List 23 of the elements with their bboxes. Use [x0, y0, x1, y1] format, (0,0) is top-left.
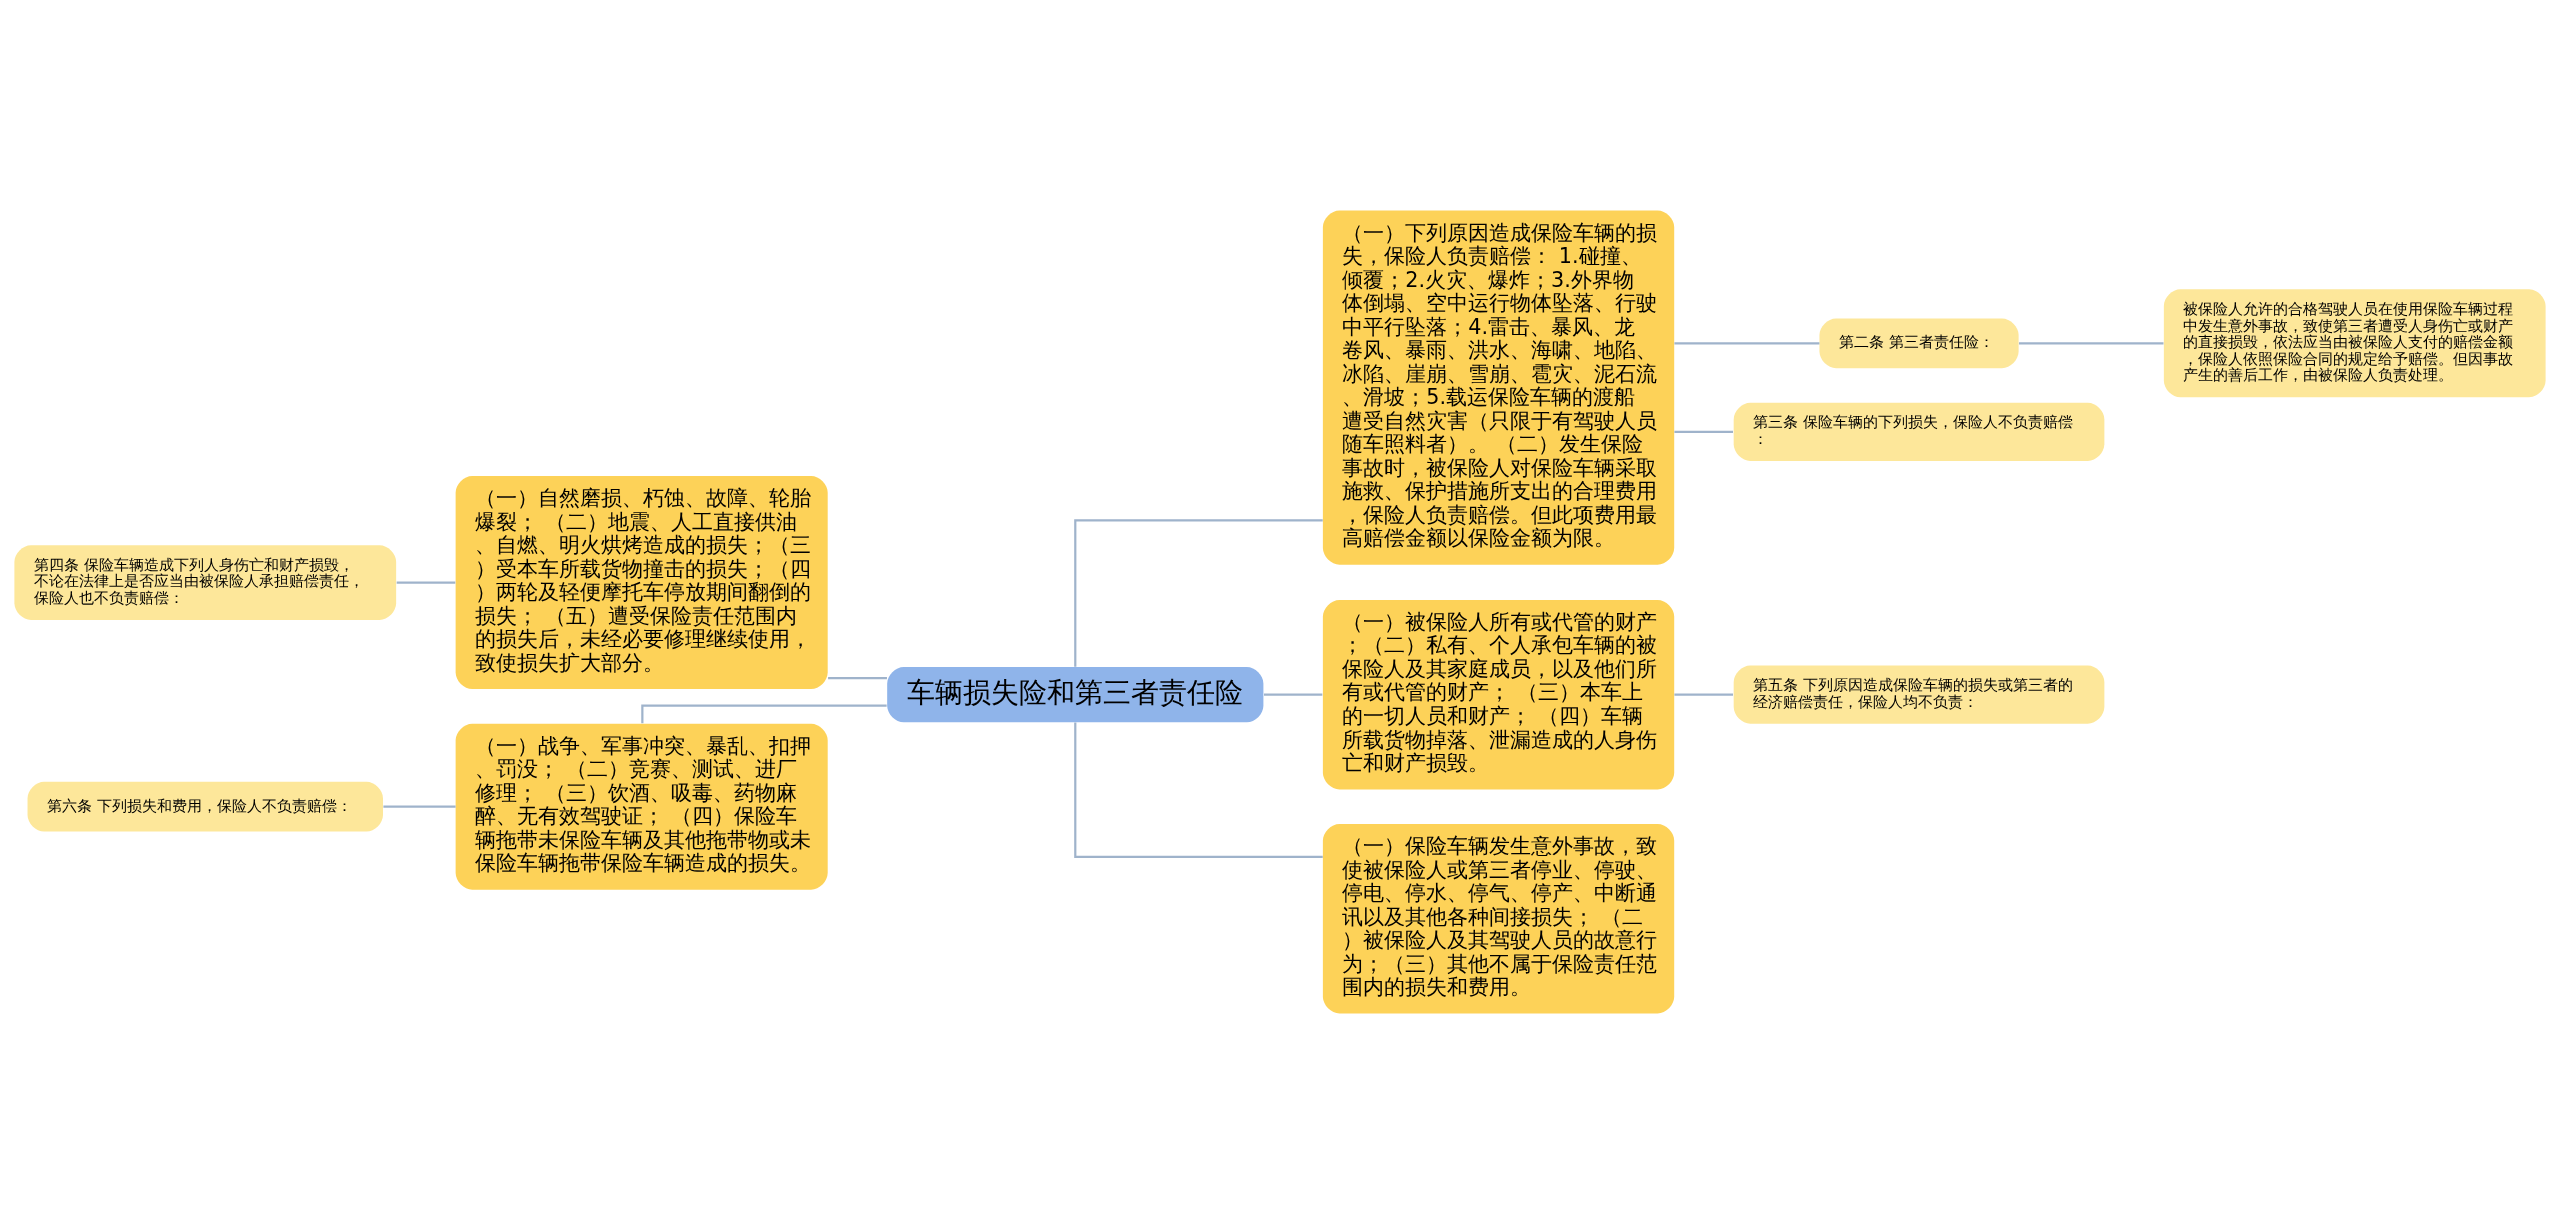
node-box: （一）自然磨损、朽蚀、故障、轮胎爆裂； （二）地震、人工直接供油、自燃、明火烘烤造成的损失；（三）受本车所载货物撞击的损失；（四）两轮及轻便摩托车停放期间翻倒的损失； （五）遭受保险责任范围内的损失后，未经必要修理继续使用，致使损失扩大部分。 — [455, 475, 828, 689]
connector — [1074, 518, 1323, 667]
connector — [641, 704, 887, 723]
node-box: 第五条 下列原因造成保险车辆的损失或第三者的经济赔偿责任，保险人均不负责： — [1733, 665, 2105, 724]
node-box: 车辆损失险和第三者责任险 — [887, 666, 1264, 722]
connector — [1674, 693, 1733, 696]
connector — [1674, 430, 1733, 433]
node-box: 第二条 第三者责任险： — [1819, 317, 2019, 368]
node-box: 第四条 保险车辆造成下列人身伤亡和财产损毁，不论在法律上是否应当由被保险人承担赔偿责任，保险人也不负责赔偿： — [14, 544, 397, 620]
connector — [828, 676, 887, 679]
connector — [2019, 341, 2164, 344]
node-box: 第六条 下列损失和费用，保险人不负责赔偿： — [27, 781, 383, 832]
connector — [1264, 693, 1323, 696]
connector — [1674, 341, 1820, 344]
node-box: （一）保险车辆发生意外事故，致使被保险人或第三者停业、停驶、停电、停水、停气、停产、中断通讯以及其他各种间接损失； （二）被保险人及其驾驶人员的故意行为；（三）其他不属于保险责任范围内的损失和费用。 — [1322, 823, 1675, 1013]
connector — [1074, 722, 1323, 858]
node-box: （一）被保险人所有或代管的财产；（二）私有、个人承包车辆的被保险人及其家庭成员，以及他们所有或代管的财产； （三）本车上的一切人员和财产； （四）车辆所载货物掉落、泄漏造成的人身伤亡和财产损毁。 — [1322, 599, 1675, 789]
node-box: 被保险人允许的合格驾驶人员在使用保险车辆过程中发生意外事故，致使第三者遭受人身伤亡或财产的直接损毁，依法应当由被保险人支付的赔偿金额，保险人依照保险合同的规定给予赔偿。但因事故产生的善后工作，由被保险人负责处理。 — [2163, 288, 2546, 397]
connector — [383, 805, 456, 808]
node-box: 第三条 保险车辆的下列损失，保险人不负责赔偿： — [1733, 402, 2105, 461]
node-box: （一）战争、军事冲突、暴乱、扣押、罚没； （二）竞赛、测试、进厂修理； （三）饮酒、吸毒、药物麻醉、无有效驾驶证； （四）保险车辆拖带未保险车辆及其他拖带物或未保险车辆拖带保险车辆造成的损失。 — [455, 723, 828, 890]
node-box: （一）下列原因造成保险车辆的损失，保险人负责赔偿： 1.碰撞、倾覆；2.火灾、爆炸；3.外界物体倒塌、空中运行物体坠落、行驶中平行坠落；4.雷击、暴风、龙卷风、暴雨、洪水、海啸、地陷、冰陷、崖崩、雪崩、雹灾、泥石流、滑坡；5.载运保险车辆的渡船遭受自然灾害（只限于有驾驶人员随车照料者）。 （二）发生保险事故时，被保险人对保险车辆采取施救、保护措施所支出的合理费用，保险人负责赔偿。但此项费用最高赔偿金额以保险金额为限。 — [1322, 210, 1675, 565]
connector — [396, 581, 456, 584]
